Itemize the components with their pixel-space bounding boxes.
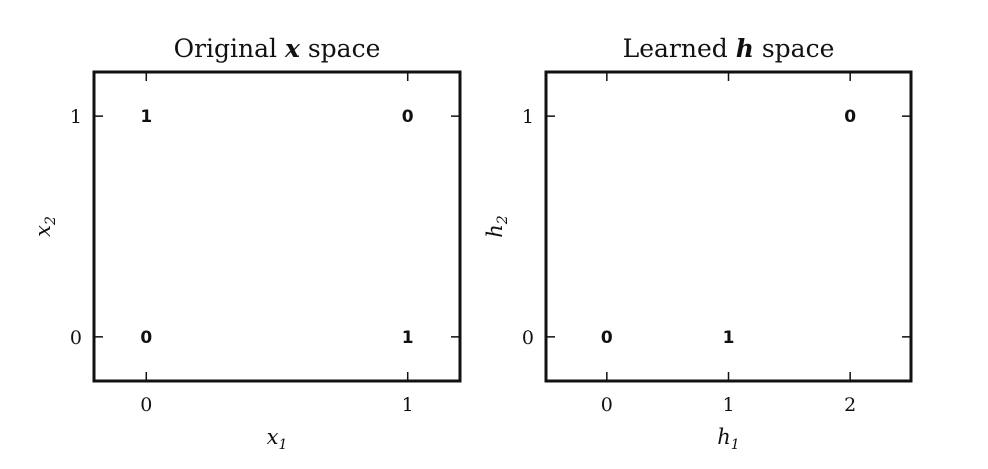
chart-title: Original x space — [174, 34, 381, 63]
x-tick-label: 0 — [140, 394, 152, 416]
chart-title: Learned h space — [623, 34, 835, 63]
data-point: 0 — [601, 328, 613, 348]
x-tick-label: 2 — [844, 394, 856, 416]
x-axis-label: x1 — [267, 425, 288, 453]
data-point: 0 — [140, 328, 152, 348]
data-point: 0 — [844, 107, 856, 127]
plot-frame — [92, 70, 462, 383]
data-point: 1 — [723, 328, 735, 348]
y-axis-label: x2 — [31, 216, 59, 237]
x-axis-label: h1 — [717, 425, 739, 453]
y-tick-label: 0 — [70, 327, 82, 349]
data-point: 1 — [140, 107, 152, 127]
y-tick-label: 1 — [522, 106, 534, 128]
x-tick-label: 1 — [722, 394, 734, 416]
data-point: 1 — [402, 328, 414, 348]
y-tick-label: 1 — [70, 106, 82, 128]
x-tick-label: 1 — [402, 394, 414, 416]
data-point: 0 — [402, 107, 414, 127]
plot-original-x-space: Original x space 0 1 0 1 x1 x2 1 0 0 1 — [31, 34, 462, 453]
plot-learned-h-space: Learned h space 0 1 2 0 1 h1 h2 0 0 1 — [483, 34, 913, 453]
x-tick-label: 0 — [601, 394, 613, 416]
y-tick-label: 0 — [522, 327, 534, 349]
y-axis-label: h2 — [483, 215, 511, 238]
